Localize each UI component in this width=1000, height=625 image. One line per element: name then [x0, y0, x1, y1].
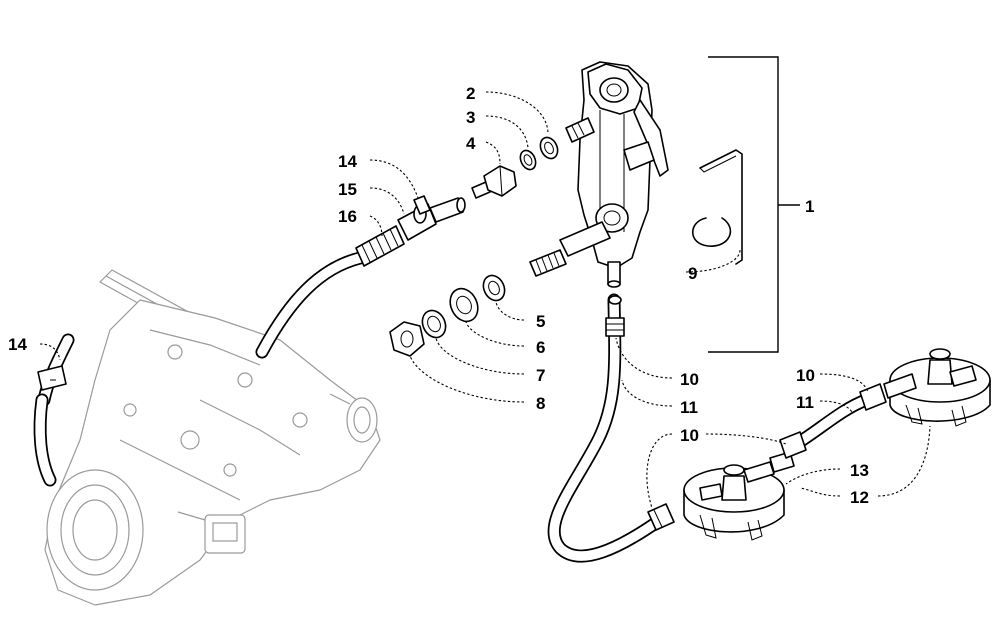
spring-clip-9: [691, 149, 743, 265]
callout-1: 1: [805, 197, 814, 216]
washer-2: [539, 136, 559, 160]
leader-lines: [39, 91, 931, 509]
vacuum-hose-mid: [779, 383, 887, 459]
nut-8: [389, 321, 425, 357]
callout-11-right: 11: [796, 393, 814, 412]
callout-12: 12: [850, 488, 869, 507]
callout-9: 9: [688, 264, 697, 283]
hose-coupler-10-top: [605, 295, 625, 337]
callout-2: 2: [466, 84, 475, 103]
throttle-body-assembly: [44, 269, 381, 606]
callout-14-top: 14: [338, 152, 357, 171]
callout-4: 4: [466, 134, 476, 153]
regulator-body-1: [565, 61, 669, 288]
hose-fitting-14: [429, 197, 466, 223]
hose-coupler-10-bottom: [647, 503, 675, 531]
hose-clamp-15: [397, 195, 437, 241]
hose-sleeve-16: [355, 225, 405, 267]
callout-8: 8: [536, 394, 545, 413]
callout-15: 15: [338, 180, 357, 199]
washer-3: [519, 149, 537, 171]
callout-10-middle: 10: [680, 426, 699, 445]
callout-14-left: 14: [8, 335, 27, 354]
fitting-nut-4: [471, 165, 517, 199]
lower-fitting: [529, 221, 611, 277]
washer-6: [449, 287, 479, 323]
callout-10-right: 10: [796, 366, 815, 385]
callout-16: 16: [338, 207, 357, 226]
callout-5: 5: [536, 312, 545, 331]
vacuum-hose-upper: [255, 251, 367, 359]
washer-7: [421, 309, 447, 339]
washer-5: [482, 274, 506, 302]
canister-12: [883, 348, 991, 427]
left-hose-14: [33, 333, 75, 487]
callout-labels: 2 3 4 14 15 16 1 9 14 5 6 7 8 10 11 10 1…: [8, 84, 869, 507]
canister-13: [683, 451, 795, 541]
callout-6: 6: [536, 338, 545, 357]
vacuum-hose-lower: [547, 293, 667, 563]
callout-3: 3: [466, 108, 475, 127]
callout-7: 7: [536, 366, 545, 385]
callout-10-upper: 10: [680, 370, 699, 389]
group-bracket-1: [708, 56, 800, 353]
callout-13: 13: [850, 461, 869, 480]
callout-11-upper: 11: [680, 398, 698, 417]
